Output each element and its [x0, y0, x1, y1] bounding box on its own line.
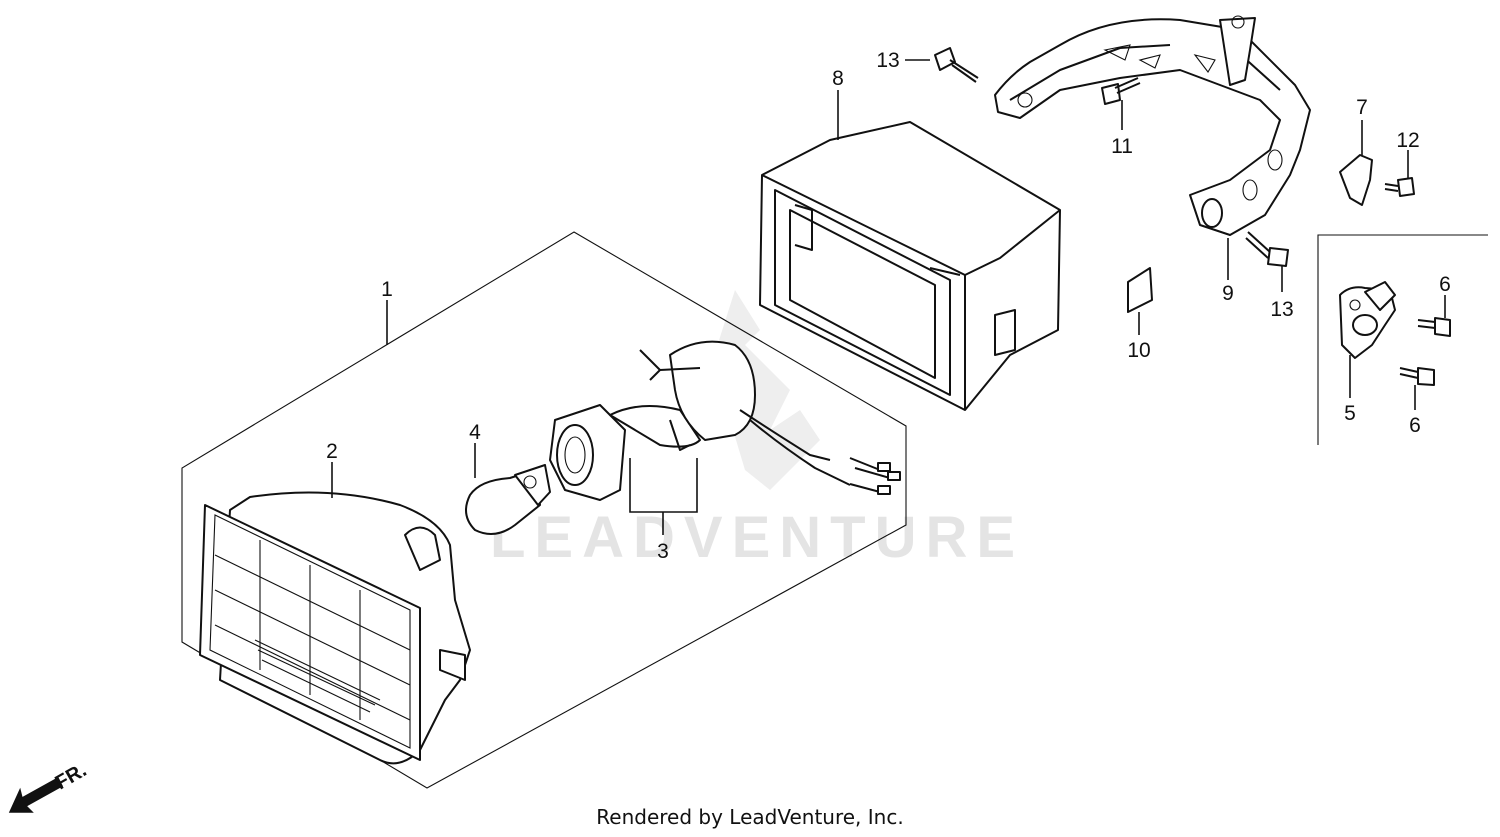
bolt-11 — [1101, 77, 1141, 105]
footer-credit: Rendered by LeadVenture, Inc. — [596, 805, 904, 829]
callout-13-lower: 13 — [1270, 298, 1293, 321]
aiming-unit — [1339, 281, 1396, 359]
front-arrow-icon — [8, 776, 63, 813]
aim-assembly-outline — [1317, 234, 1488, 445]
callout-13-top: 13 — [876, 49, 899, 72]
bolt-12 — [1384, 177, 1415, 197]
bulb-socket — [549, 340, 901, 501]
callout-6-upper: 6 — [1439, 273, 1451, 296]
watermark: LEADVENTURE — [490, 290, 1024, 570]
callout-7: 7 — [1356, 96, 1368, 119]
leader-lines — [331, 59, 1446, 535]
callout-3: 3 — [657, 540, 669, 563]
callout-4: 4 — [469, 421, 481, 444]
assembly-outline — [181, 231, 907, 789]
callout-12: 12 — [1396, 129, 1419, 152]
bolt-6-upper — [1417, 317, 1451, 337]
bolt-6-lower — [1399, 367, 1435, 386]
headlight-lens — [199, 491, 471, 765]
headlight-case — [759, 121, 1061, 411]
watermark-text: LEADVENTURE — [490, 505, 1024, 570]
bolt-13-lower — [1245, 231, 1289, 267]
clip-7 — [1339, 154, 1373, 206]
callout-5: 5 — [1344, 402, 1356, 425]
callout-6-lower: 6 — [1409, 414, 1421, 437]
callout-2: 2 — [326, 440, 338, 463]
callout-10: 10 — [1127, 339, 1150, 362]
callout-8: 8 — [832, 67, 844, 90]
callout-9: 9 — [1222, 282, 1234, 305]
headlight-bracket — [994, 15, 1311, 236]
callout-1: 1 — [381, 278, 393, 301]
label-sticker — [1127, 267, 1153, 313]
callout-11: 11 — [1111, 135, 1133, 158]
bolt-13-top — [934, 47, 979, 83]
headlight-bulb — [465, 464, 551, 535]
